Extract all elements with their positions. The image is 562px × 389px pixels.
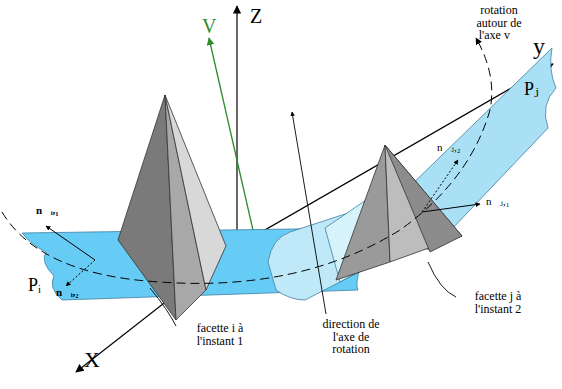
rotation-note: rotation autour de l'axe v⃗	[468, 4, 530, 42]
rotation-axis-v	[209, 38, 258, 252]
axis-label: X	[84, 348, 100, 371]
axis-label: y	[533, 34, 545, 59]
leader-lines	[150, 112, 456, 326]
pyramid-facette-j	[336, 145, 462, 280]
vector-label: n⃗ᵢ,₁	[36, 205, 59, 217]
facette-label: facette i à l'instant 1	[180, 322, 260, 347]
axis-label: Z	[250, 6, 262, 27]
vector-label: n⃗ⱼ,₂	[437, 142, 461, 154]
vector-label: n⃗ⱼ,₁	[486, 196, 510, 208]
axis-direction-note: direction de l'axe de rotation	[318, 318, 384, 356]
pyramid-facette-i	[118, 95, 226, 320]
vector-label: n⃗ᵢ,₂	[56, 287, 79, 299]
rotation-arc	[2, 38, 492, 283]
axis-label: V	[202, 16, 216, 37]
plane-label: Pᵢ	[28, 276, 41, 295]
facette-label: facette j à l'instant 2	[458, 290, 538, 315]
normal-vectors	[46, 160, 480, 286]
plane-label: Pⱼ	[524, 80, 539, 99]
